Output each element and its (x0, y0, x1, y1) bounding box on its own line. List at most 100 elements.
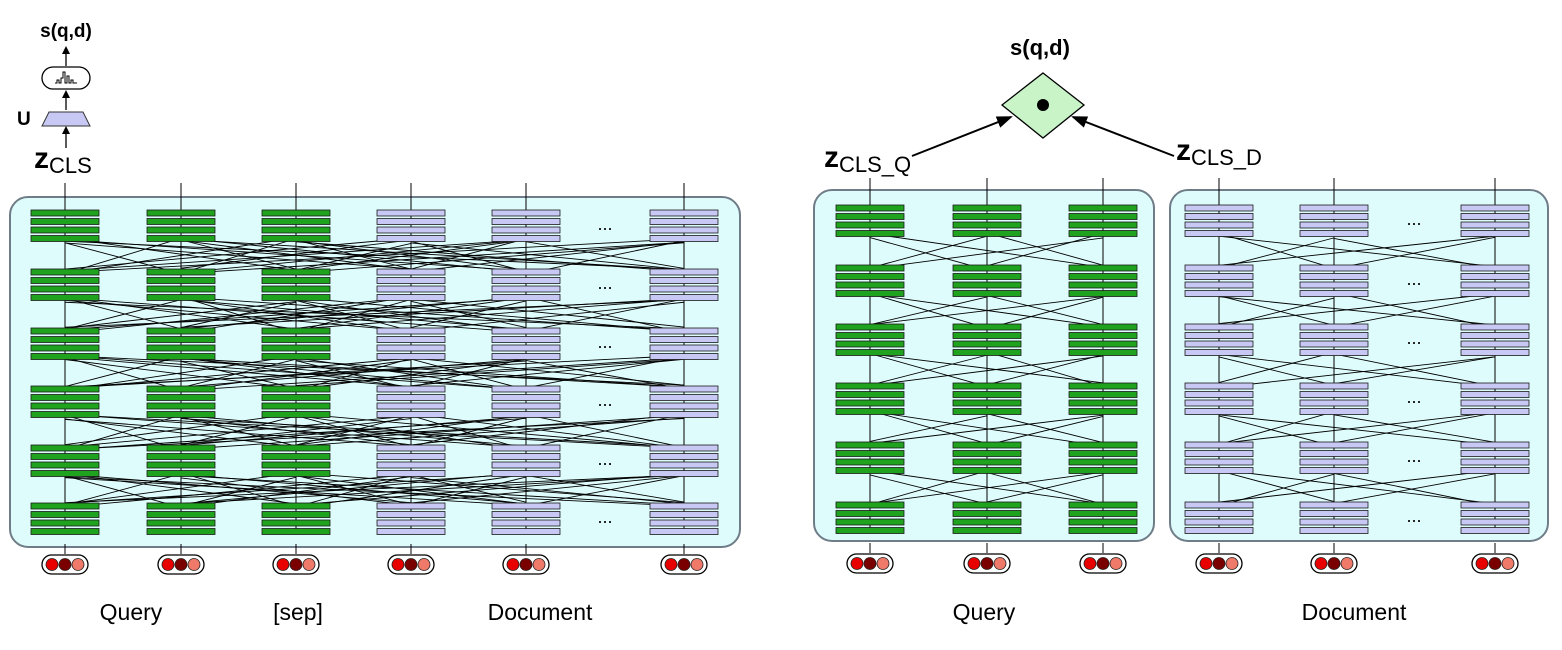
left-attention-line (295, 298, 685, 330)
left-doc-block (376, 268, 446, 301)
left-query-block (30, 385, 100, 418)
left-attention-line (64, 417, 527, 451)
document-encoder-attention-line (1218, 356, 1496, 389)
left-attention-line (180, 415, 685, 450)
query-encoder-query-block (835, 382, 905, 415)
left-attention-line (180, 474, 685, 505)
zcls-q-label: zCLS_Q (824, 141, 911, 177)
document-encoder-ellipsis: ... (1406, 209, 1421, 229)
query-encoder-attention-line (869, 474, 988, 505)
left-attention-line (64, 355, 527, 391)
left-attention-line (64, 355, 297, 391)
document-encoder-doc-block (1460, 441, 1530, 474)
document-encoder-attention-line (1333, 292, 1496, 329)
embedding-dots-icon (157, 544, 205, 575)
left-document-label: Document (488, 599, 593, 625)
left-score-label: s(q,d) (40, 21, 92, 42)
right-score-label: s(q,d) (1010, 35, 1070, 60)
document-embedding-arrow (1071, 116, 1175, 157)
embedding-dots-icon (963, 543, 1011, 574)
left-attention-line (64, 355, 685, 388)
left-attention-line (180, 357, 685, 392)
query-encoder-attention-line (869, 414, 1104, 444)
right-query-label: Query (953, 599, 1016, 625)
document-encoder-attention-line (1333, 356, 1496, 385)
left-attention-line (295, 239, 412, 270)
embedding-dots-icon (387, 544, 435, 575)
left-attention-line (64, 297, 297, 330)
query-encoder-query-block (1068, 204, 1138, 237)
query-encoder-attention-line (986, 296, 1104, 329)
left-attention-line (64, 239, 527, 272)
left-attention-line (180, 360, 297, 389)
left-attention-line (295, 413, 685, 449)
left-attention-line (180, 241, 685, 274)
query-encoder-attention-line (869, 355, 1104, 386)
left-query-block (30, 268, 100, 301)
left-query-block (261, 385, 331, 418)
document-encoder-doc-block (1460, 323, 1530, 356)
query-encoder-query-block (952, 441, 1022, 474)
left-sep-label: [sep] (273, 599, 323, 625)
left-doc-block (491, 209, 561, 242)
left-attention-line (64, 301, 297, 329)
left-attention-line (410, 357, 527, 388)
query-encoder-attention-line (869, 410, 1104, 447)
left-attention-line (64, 414, 182, 450)
left-ellipsis: ... (597, 449, 612, 469)
document-encoder-attention-line (1333, 473, 1496, 507)
document-encoder-doc-block (1184, 204, 1254, 237)
document-encoder-attention-line (1218, 235, 1496, 266)
left-attention-line (180, 418, 412, 445)
document-encoder-connections (1218, 178, 1496, 534)
left-attention-line (180, 472, 297, 507)
cross-encoder-diagram: .................. s(q,d) U zCLS Query [… (9, 21, 741, 625)
left-doc-block (649, 444, 719, 477)
dot-icon (1000, 72, 1086, 139)
query-encoder-attention-line (869, 237, 988, 271)
document-encoder-doc-block (1184, 441, 1254, 474)
document-encoder-attention-line (1218, 473, 1335, 507)
left-attention-line (64, 299, 182, 330)
query-encoder-query-block (952, 501, 1022, 534)
left-attention-line (525, 355, 685, 389)
left-zcls-label: zCLS (34, 142, 92, 178)
query-encoder-layers (835, 204, 1138, 534)
document-encoder-attention-line (1333, 414, 1496, 443)
document-encoder-attention-line (1218, 414, 1496, 446)
left-attention-line (64, 476, 685, 507)
document-encoder-attention-line (1333, 238, 1496, 270)
query-encoder-query-block (1068, 323, 1138, 356)
left-attention-line (64, 359, 297, 389)
query-encoder-query-block (1068, 441, 1138, 474)
left-doc-block (491, 444, 561, 477)
query-encoder-attention-line (869, 471, 1104, 504)
left-attention-line (64, 418, 685, 450)
document-encoder-doc-block (1299, 441, 1369, 474)
left-attention-line (180, 357, 412, 388)
left-ellipsis: ... (597, 332, 612, 352)
left-attention-line (410, 300, 527, 328)
left-query-block (261, 209, 331, 242)
left-attention-line (64, 297, 527, 331)
query-encoder-attention-line (869, 296, 988, 326)
document-encoder-attention-line (1218, 415, 1335, 447)
bi-encoder-inputs (846, 543, 1519, 574)
left-doc-block (491, 327, 561, 360)
query-encoder-query-block (1068, 382, 1138, 415)
left-attention-line (180, 296, 527, 330)
left-attention-line (525, 475, 685, 507)
left-query-block (261, 444, 331, 477)
left-doc-block (376, 327, 446, 360)
left-attention-line (295, 241, 685, 273)
query-encoder-attention-line (869, 469, 1104, 505)
embedding-dots-icon (660, 544, 708, 575)
left-attention-line (64, 415, 412, 448)
left-attention-line (64, 474, 685, 504)
cross-encoder-connections (64, 183, 685, 535)
cross-encoder-inputs (41, 544, 708, 575)
left-doc-block (376, 444, 446, 477)
left-attention-line (410, 413, 685, 449)
left-attention-line (64, 413, 297, 446)
